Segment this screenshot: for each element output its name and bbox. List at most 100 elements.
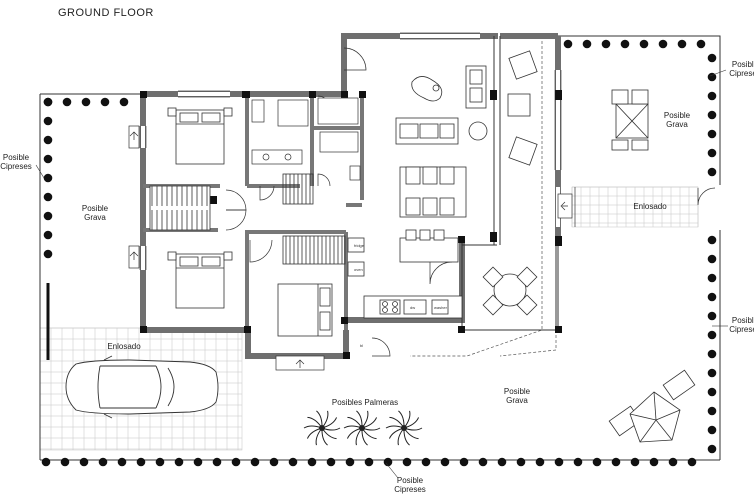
cypress-tree-icon xyxy=(440,457,450,467)
cypress-tree-icon xyxy=(707,53,717,63)
cypress-tree-icon xyxy=(707,148,717,158)
cypress-tree-icon xyxy=(421,457,431,467)
doors xyxy=(225,47,716,357)
washer-label: washer xyxy=(434,305,447,310)
cypress-trees xyxy=(41,39,717,467)
cypress-tree-icon xyxy=(345,457,355,467)
boiler-label: bl xyxy=(360,343,364,348)
cypress-tree-icon xyxy=(288,457,298,467)
label-cipreses-right-mid: Posible Cipreses xyxy=(729,316,754,334)
cypress-tree-icon xyxy=(573,457,583,467)
living-furniture xyxy=(347,50,696,443)
cypress-tree-icon xyxy=(117,457,127,467)
cypress-tree-icon xyxy=(497,457,507,467)
palm-tree-icon xyxy=(303,410,341,446)
oven-label: oven xyxy=(354,267,363,272)
cypress-tree-icon xyxy=(677,39,687,49)
cypress-tree-icon xyxy=(193,457,203,467)
cypress-tree-icon xyxy=(459,457,469,467)
label-grava-right-top: Posible Grava xyxy=(663,111,691,129)
cypress-tree-icon xyxy=(43,211,53,221)
cypress-tree-icon xyxy=(707,273,717,283)
cypress-tree-icon xyxy=(516,457,526,467)
label-grava-left: Posible Grava xyxy=(81,204,109,222)
cypress-tree-icon xyxy=(620,39,630,49)
cypress-tree-icon xyxy=(535,457,545,467)
cypress-tree-icon xyxy=(707,129,717,139)
cypress-tree-icon xyxy=(668,457,678,467)
cypress-tree-icon xyxy=(478,457,488,467)
cypress-tree-icon xyxy=(707,406,717,416)
cypress-tree-icon xyxy=(582,39,592,49)
cypress-tree-icon xyxy=(707,330,717,340)
cypress-tree-icon xyxy=(383,457,393,467)
cypress-tree-icon xyxy=(658,39,668,49)
cypress-tree-icon xyxy=(601,39,611,49)
cypress-tree-icon xyxy=(649,457,659,467)
callout-lines xyxy=(35,69,728,479)
cypress-tree-icon xyxy=(43,135,53,145)
cypress-tree-icon xyxy=(43,173,53,183)
cypress-tree-icon xyxy=(326,457,336,467)
cypress-tree-icon xyxy=(707,311,717,321)
page-title: GROUND FLOOR xyxy=(58,7,154,19)
cypress-tree-icon xyxy=(136,457,146,467)
cypress-tree-icon xyxy=(707,444,717,454)
cypress-tree-icon xyxy=(639,39,649,49)
cypress-tree-icon xyxy=(60,457,70,467)
cypress-tree-icon xyxy=(62,97,72,107)
cypress-tree-icon xyxy=(630,457,640,467)
palm-tree-icon xyxy=(385,410,423,446)
entry-steps xyxy=(128,125,573,371)
label-grava-bottom: Posible Grava xyxy=(503,387,531,405)
cypress-tree-icon xyxy=(98,457,108,467)
cypress-tree-icon xyxy=(43,97,53,107)
cypress-tree-icon xyxy=(269,457,279,467)
palm-trees xyxy=(303,410,423,446)
cypress-tree-icon xyxy=(43,116,53,126)
bathroom-fixtures xyxy=(251,97,361,181)
cypress-tree-icon xyxy=(707,349,717,359)
cypress-tree-icon xyxy=(43,230,53,240)
beds xyxy=(167,107,333,337)
cypress-tree-icon xyxy=(707,368,717,378)
palm-tree-icon xyxy=(343,410,381,446)
cypress-tree-icon xyxy=(687,457,697,467)
cypress-tree-icon xyxy=(364,457,374,467)
paving-right xyxy=(571,186,699,228)
cypress-tree-icon xyxy=(696,39,706,49)
cypress-tree-icon xyxy=(43,154,53,164)
terrace-outline xyxy=(410,36,557,357)
cypress-tree-icon xyxy=(707,235,717,245)
cypress-tree-icon xyxy=(707,292,717,302)
dishwasher-label: dw xyxy=(410,305,416,310)
cypress-tree-icon xyxy=(707,167,717,177)
cypress-tree-icon xyxy=(611,457,621,467)
cypress-tree-icon xyxy=(81,97,91,107)
cypress-tree-icon xyxy=(707,425,717,435)
cypress-tree-icon xyxy=(43,192,53,202)
label-cipreses-right-top: Posible Cipreses xyxy=(729,60,754,78)
cypress-tree-icon xyxy=(707,387,717,397)
fridge-label: fridge xyxy=(354,243,365,248)
cypress-tree-icon xyxy=(43,249,53,259)
cypress-tree-icon xyxy=(402,457,412,467)
cypress-tree-icon xyxy=(707,91,717,101)
label-palmeras: Posibles Palmeras xyxy=(331,398,399,407)
cypress-tree-icon xyxy=(554,457,564,467)
window-lines xyxy=(139,32,562,270)
cypress-tree-icon xyxy=(563,39,573,49)
cypress-tree-icon xyxy=(592,457,602,467)
cypress-tree-icon xyxy=(231,457,241,467)
cypress-tree-icon xyxy=(307,457,317,467)
cypress-tree-icon xyxy=(155,457,165,467)
cypress-tree-icon xyxy=(707,110,717,120)
car xyxy=(65,355,219,419)
label-cipreses-bottom: Posible Cipreses xyxy=(394,476,426,494)
cypress-tree-icon xyxy=(41,457,51,467)
columns xyxy=(140,90,562,359)
label-enlosado-left: Enlosado xyxy=(107,342,141,351)
cypress-tree-icon xyxy=(174,457,184,467)
cypress-tree-icon xyxy=(100,97,110,107)
